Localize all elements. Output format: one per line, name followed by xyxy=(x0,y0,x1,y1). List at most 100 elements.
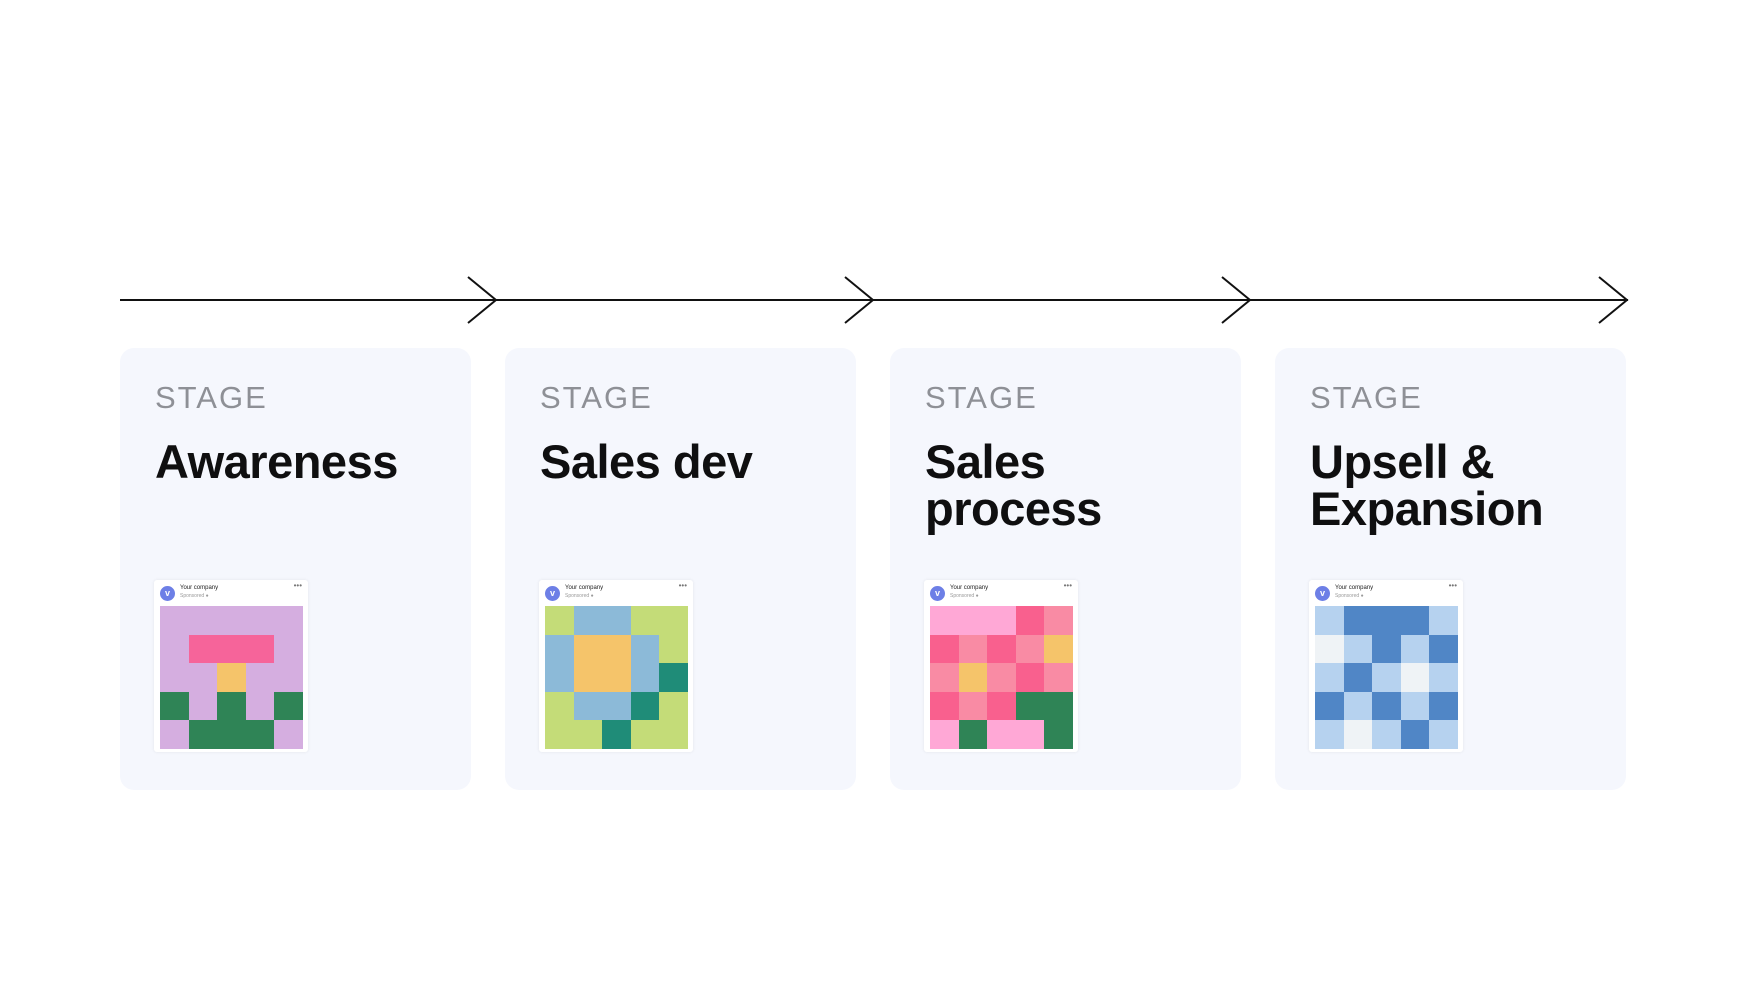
ad-header: v Your company Sponsored ● ••• xyxy=(154,580,308,606)
grid-cell xyxy=(274,634,303,664)
grid-cell xyxy=(1429,663,1458,692)
grid-cell xyxy=(1343,634,1373,664)
grid-cell xyxy=(1372,720,1401,749)
grid-cell xyxy=(1044,606,1073,635)
stage-title: Awareness xyxy=(155,435,398,488)
grid-cell xyxy=(1315,663,1344,692)
grid-cell xyxy=(188,663,218,692)
grid-cell xyxy=(930,720,959,749)
stage-title: Upsell & Expansion xyxy=(1310,435,1544,535)
grid-cell xyxy=(958,663,988,692)
grid-cell xyxy=(1015,720,1045,749)
grid-cell xyxy=(1015,663,1045,692)
grid-cell xyxy=(630,606,660,635)
grid-cell xyxy=(188,691,218,721)
grid-cell xyxy=(1315,720,1344,749)
grid-cell xyxy=(602,606,631,635)
grid-cell xyxy=(217,663,246,692)
grid-cell xyxy=(1372,663,1401,692)
grid-cell xyxy=(245,634,275,664)
grid-cell xyxy=(545,663,574,692)
grid-cell xyxy=(1400,691,1430,721)
more-options-icon: ••• xyxy=(293,581,302,590)
grid-cell xyxy=(659,663,688,692)
arrowhead-3 xyxy=(1221,276,1252,324)
grid-cell xyxy=(274,606,303,635)
grid-cell xyxy=(274,663,303,692)
grid-cell xyxy=(188,606,218,635)
grid-cell xyxy=(1372,606,1401,635)
grid-cell xyxy=(1315,606,1344,635)
grid-cell xyxy=(659,634,688,664)
grid-cell xyxy=(573,720,603,749)
grid-cell xyxy=(659,691,688,721)
grid-cell xyxy=(958,606,988,635)
company-logo-icon: v xyxy=(160,586,175,601)
grid-cell xyxy=(930,634,959,664)
grid-cell xyxy=(217,720,246,749)
grid-cell xyxy=(602,634,631,664)
grid-cell xyxy=(1372,691,1401,721)
grid-cell xyxy=(1343,691,1373,721)
grid-cell xyxy=(545,691,574,721)
arrowhead-2 xyxy=(844,276,875,324)
grid-cell xyxy=(1044,720,1073,749)
grid-cell xyxy=(987,720,1016,749)
grid-cell xyxy=(1015,634,1045,664)
grid-cell xyxy=(630,634,660,664)
ad-preview: v Your company Sponsored ● ••• xyxy=(1309,580,1463,752)
stage-label: STAGE xyxy=(1310,380,1423,415)
company-logo-icon: v xyxy=(1315,586,1330,601)
stage-card-upsell-expansion: STAGE Upsell & Expansion v Your company … xyxy=(1275,348,1626,790)
grid-cell xyxy=(545,606,574,635)
ad-company-name: Your company xyxy=(950,585,989,591)
grid-cell xyxy=(573,691,603,721)
grid-cell xyxy=(1343,606,1373,635)
grid-cell xyxy=(659,720,688,749)
arrowhead-1 xyxy=(467,276,498,324)
grid-cell xyxy=(188,720,218,749)
grid-cell xyxy=(160,606,189,635)
stage-card-awareness: STAGE Awareness v Your company Sponsored… xyxy=(120,348,471,790)
ad-header: v Your company Sponsored ● ••• xyxy=(539,580,693,606)
grid-cell xyxy=(1044,663,1073,692)
more-options-icon: ••• xyxy=(678,581,687,590)
stage-label: STAGE xyxy=(925,380,1038,415)
ad-preview: v Your company Sponsored ● ••• xyxy=(924,580,1078,752)
grid-cell xyxy=(602,663,631,692)
grid-cell xyxy=(602,691,631,721)
grid-cell xyxy=(930,663,959,692)
grid-cell xyxy=(958,720,988,749)
grid-cell xyxy=(1315,691,1344,721)
grid-cell xyxy=(1315,634,1344,664)
stage-label: STAGE xyxy=(155,380,268,415)
ad-image-grid xyxy=(545,606,688,749)
ad-sponsored-label: Sponsored ● xyxy=(180,593,209,599)
grid-cell xyxy=(602,720,631,749)
arrowhead-4 xyxy=(1598,276,1629,324)
ad-sponsored-label: Sponsored ● xyxy=(1335,593,1364,599)
stage-card-sales-dev: STAGE Sales dev v Your company Sponsored… xyxy=(505,348,856,790)
ad-header: v Your company Sponsored ● ••• xyxy=(1309,580,1463,606)
grid-cell xyxy=(1429,720,1458,749)
grid-cell xyxy=(245,720,275,749)
ad-company-name: Your company xyxy=(1335,585,1374,591)
grid-cell xyxy=(958,634,988,664)
grid-cell xyxy=(160,663,189,692)
ad-company-name: Your company xyxy=(565,585,604,591)
grid-cell xyxy=(1429,606,1458,635)
ad-image-grid xyxy=(160,606,303,749)
grid-cell xyxy=(160,720,189,749)
grid-cell xyxy=(659,606,688,635)
grid-cell xyxy=(217,606,246,635)
more-options-icon: ••• xyxy=(1063,581,1072,590)
grid-cell xyxy=(630,691,660,721)
grid-cell xyxy=(573,634,603,664)
grid-cell xyxy=(1343,720,1373,749)
grid-cell xyxy=(1400,663,1430,692)
grid-cell xyxy=(930,691,959,721)
grid-cell xyxy=(1429,691,1458,721)
grid-cell xyxy=(1400,634,1430,664)
grid-cell xyxy=(1400,720,1430,749)
